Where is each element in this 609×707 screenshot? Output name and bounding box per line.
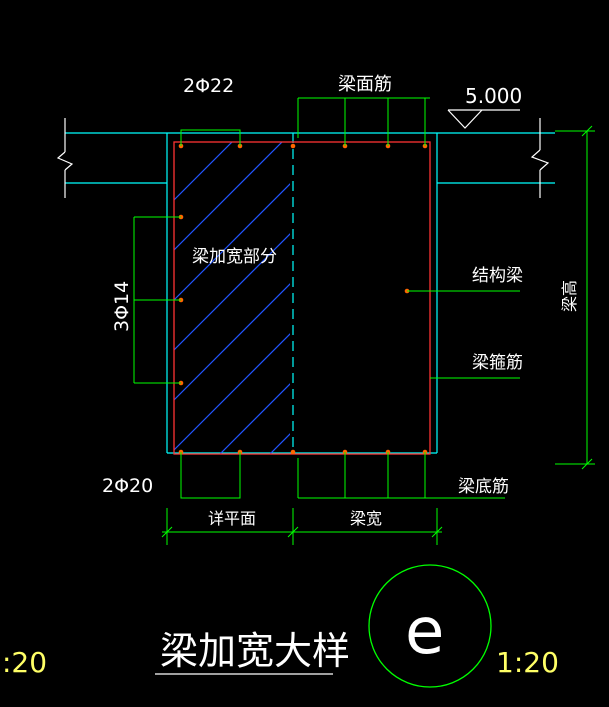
beam-height-dimension — [555, 125, 595, 470]
label-bottom-left-bars: 2Φ20 — [102, 475, 153, 497]
label-widened-part: 梁加宽部分 — [192, 247, 277, 267]
detail-mark: e — [405, 595, 444, 669]
elevation-value: 5.000 — [465, 84, 522, 108]
drawing-title: 梁加宽大样 — [160, 629, 350, 673]
leaders — [133, 97, 520, 499]
break-symbol-left — [56, 118, 74, 198]
label-structural-beam: 结构梁 — [472, 266, 523, 286]
label-side-bars: 3Φ14 — [111, 281, 133, 332]
elevation-symbol — [447, 109, 520, 129]
label-stirrup: 梁箍筋 — [472, 353, 523, 373]
label-beam-height: 梁高 — [560, 280, 579, 312]
label-dim-beam-width: 梁宽 — [350, 509, 382, 528]
stirrup-outline — [173, 141, 431, 455]
scale-right: 1:20 — [496, 646, 559, 679]
break-symbol-right — [530, 118, 550, 198]
scale-left: :20 — [2, 646, 47, 679]
bottom-dimension — [161, 508, 443, 545]
slab — [65, 132, 555, 454]
widened-part-hatch — [174, 142, 290, 454]
label-top-bars: 梁面筋 — [338, 74, 392, 95]
label-top-left-bars: 2Φ22 — [183, 75, 234, 97]
detail-circle — [368, 564, 492, 688]
label-dim-plan: 详平面 — [208, 509, 256, 528]
label-bottom-bars: 梁底筋 — [458, 477, 509, 497]
